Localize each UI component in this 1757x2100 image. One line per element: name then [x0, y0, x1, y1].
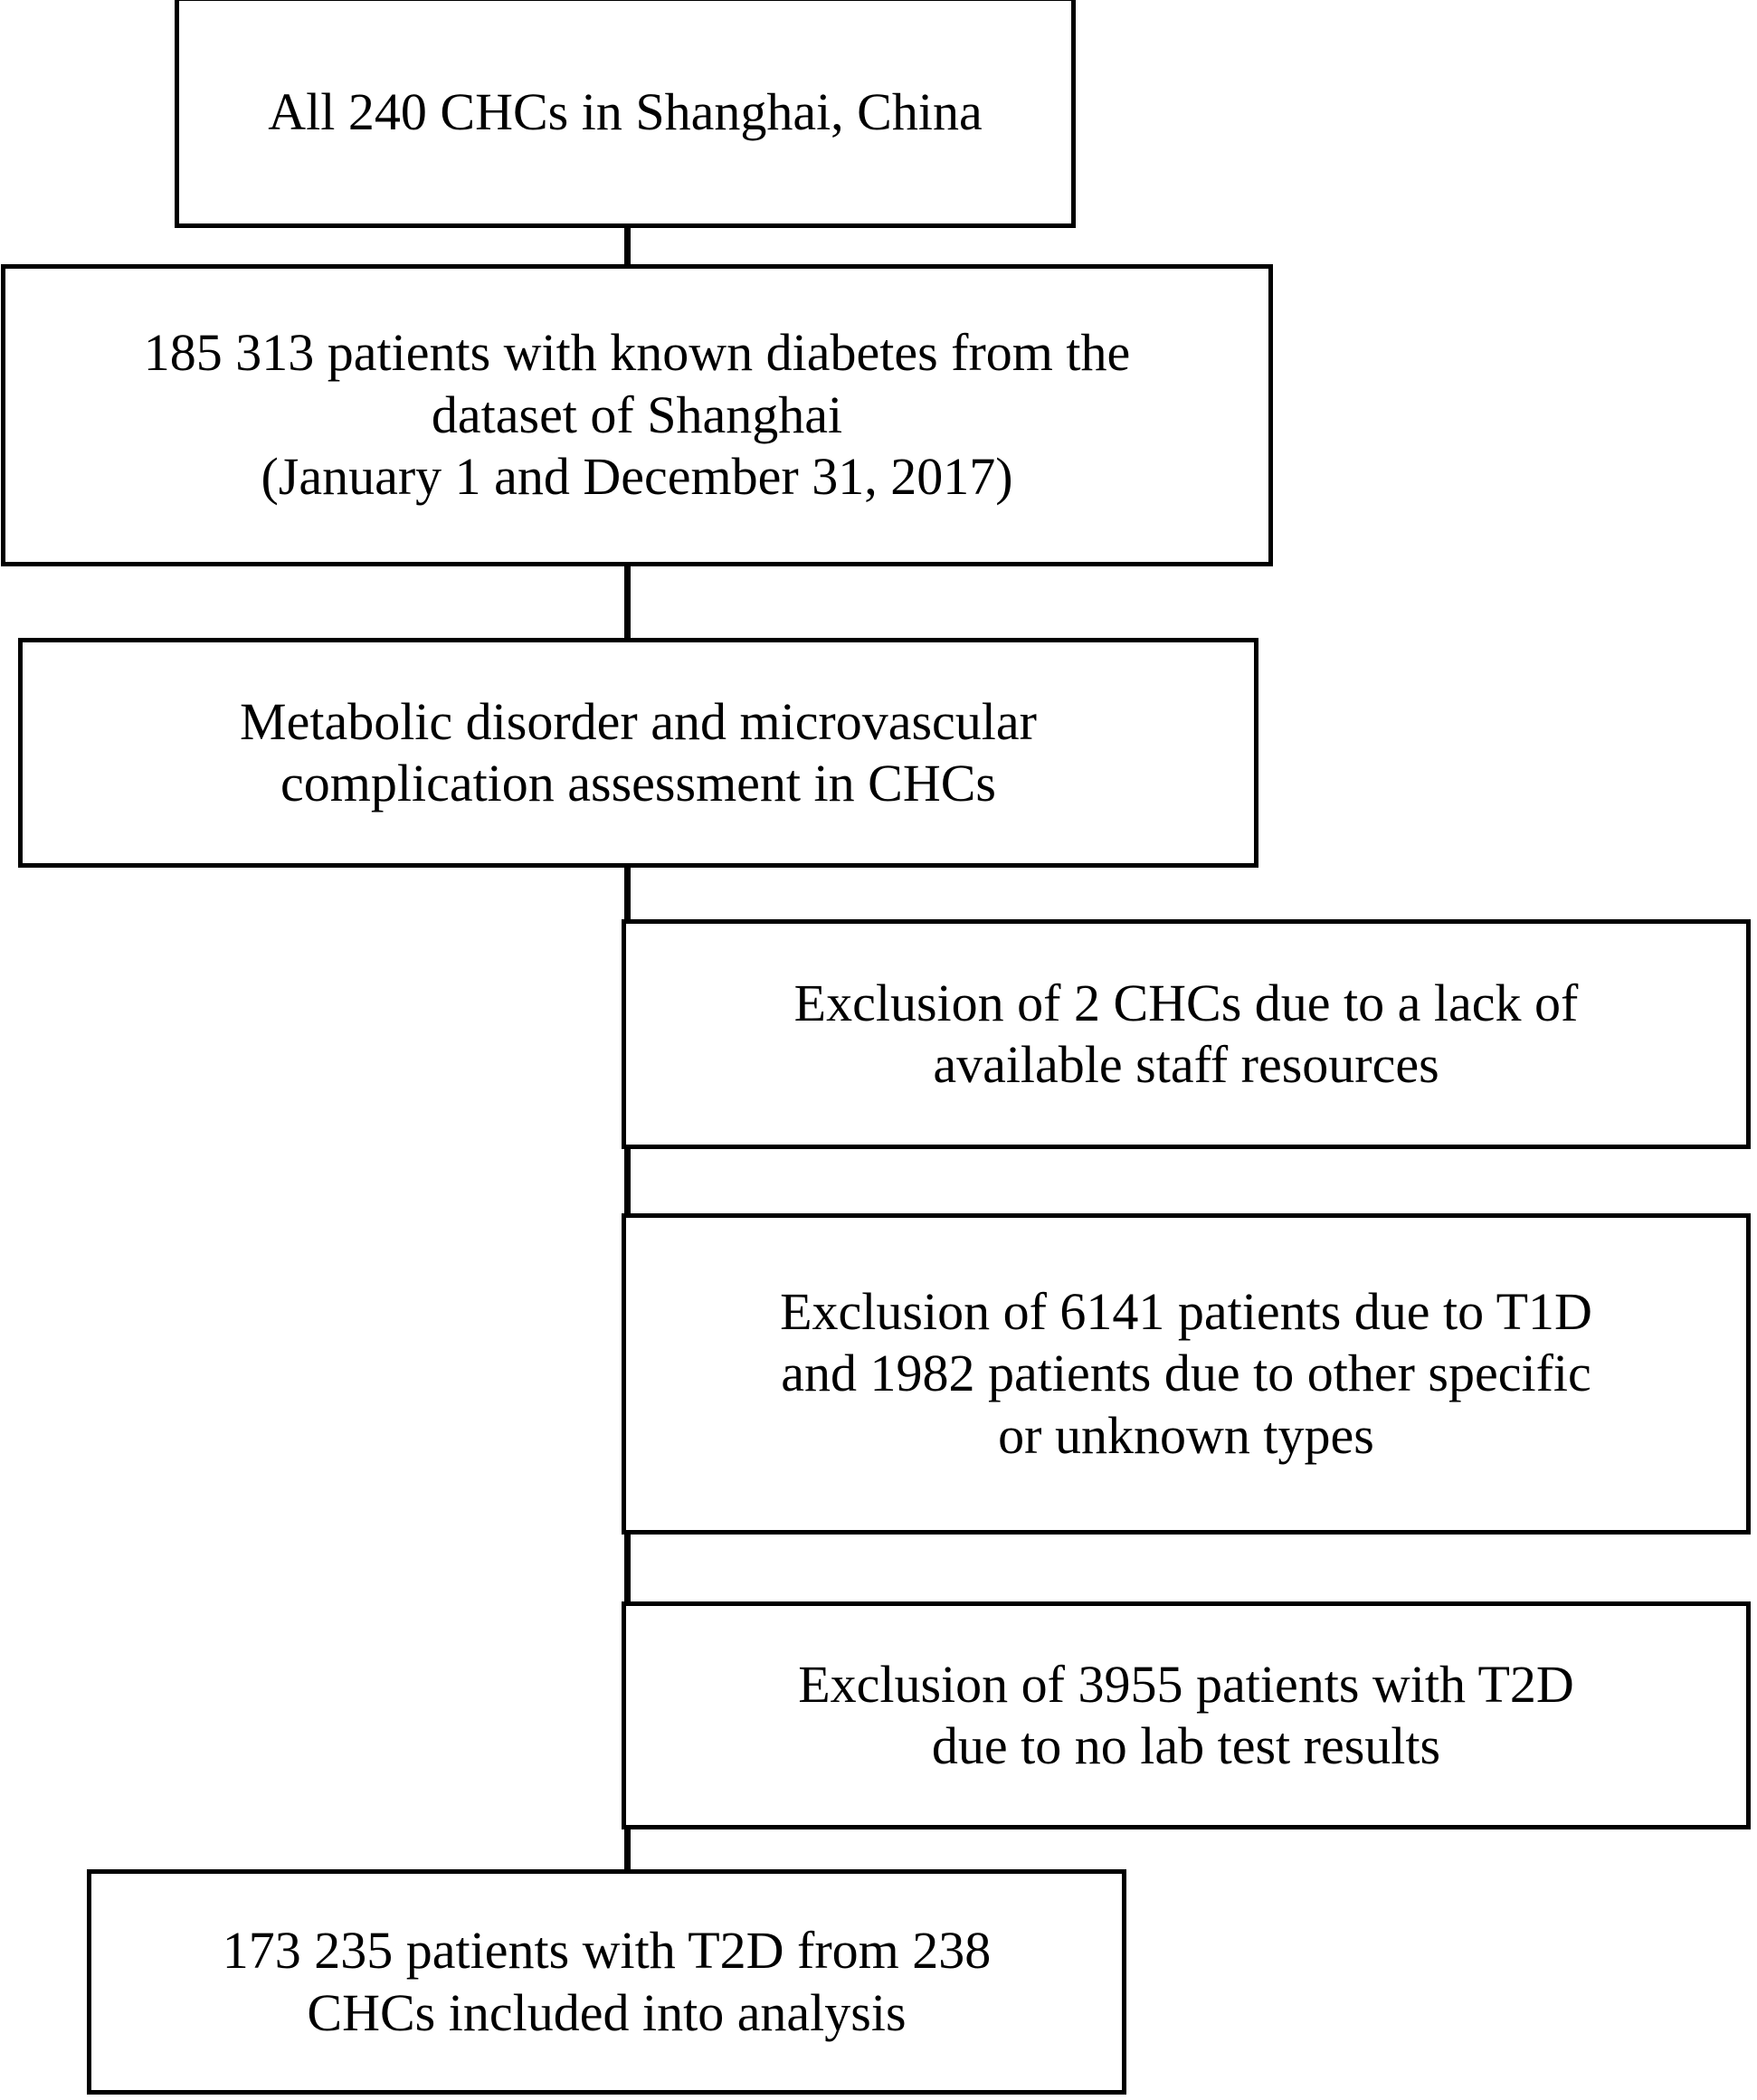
- node-final-analysis-population: 173 235 patients with T2D from 238 CHCs …: [87, 1869, 1126, 2095]
- node-patients-known-diabetes: 185 313 patients with known diabetes fro…: [1, 264, 1273, 566]
- node-exclusion-chcs-staff-label: Exclusion of 2 CHCs due to a lack of ava…: [793, 973, 1579, 1094]
- node-exclusion-t1d-other-types: Exclusion of 6141 patients due to T1D an…: [622, 1213, 1751, 1535]
- node-exclusion-no-lab-results: Exclusion of 3955 patients with T2D due …: [622, 1601, 1751, 1829]
- node-all-chcs: All 240 CHCs in Shanghai, China: [175, 0, 1076, 228]
- connector-patients-to-assessment: [624, 564, 631, 641]
- node-all-chcs-label: All 240 CHCs in Shanghai, China: [268, 81, 983, 141]
- node-patients-known-diabetes-label: 185 313 patients with known diabetes fro…: [143, 323, 1131, 507]
- node-exclusion-chcs-staff: Exclusion of 2 CHCs due to a lack of ava…: [622, 919, 1751, 1149]
- node-exclusion-no-lab-results-label: Exclusion of 3955 patients with T2D due …: [798, 1654, 1574, 1775]
- node-metabolic-assessment: Metabolic disorder and microvascular com…: [18, 638, 1258, 868]
- connector-all-chcs-to-patients: [624, 226, 631, 268]
- node-metabolic-assessment-label: Metabolic disorder and microvascular com…: [240, 691, 1037, 812]
- node-exclusion-t1d-other-types-label: Exclusion of 6141 patients due to T1D an…: [780, 1281, 1592, 1465]
- node-final-analysis-population-label: 173 235 patients with T2D from 238 CHCs …: [222, 1921, 992, 2042]
